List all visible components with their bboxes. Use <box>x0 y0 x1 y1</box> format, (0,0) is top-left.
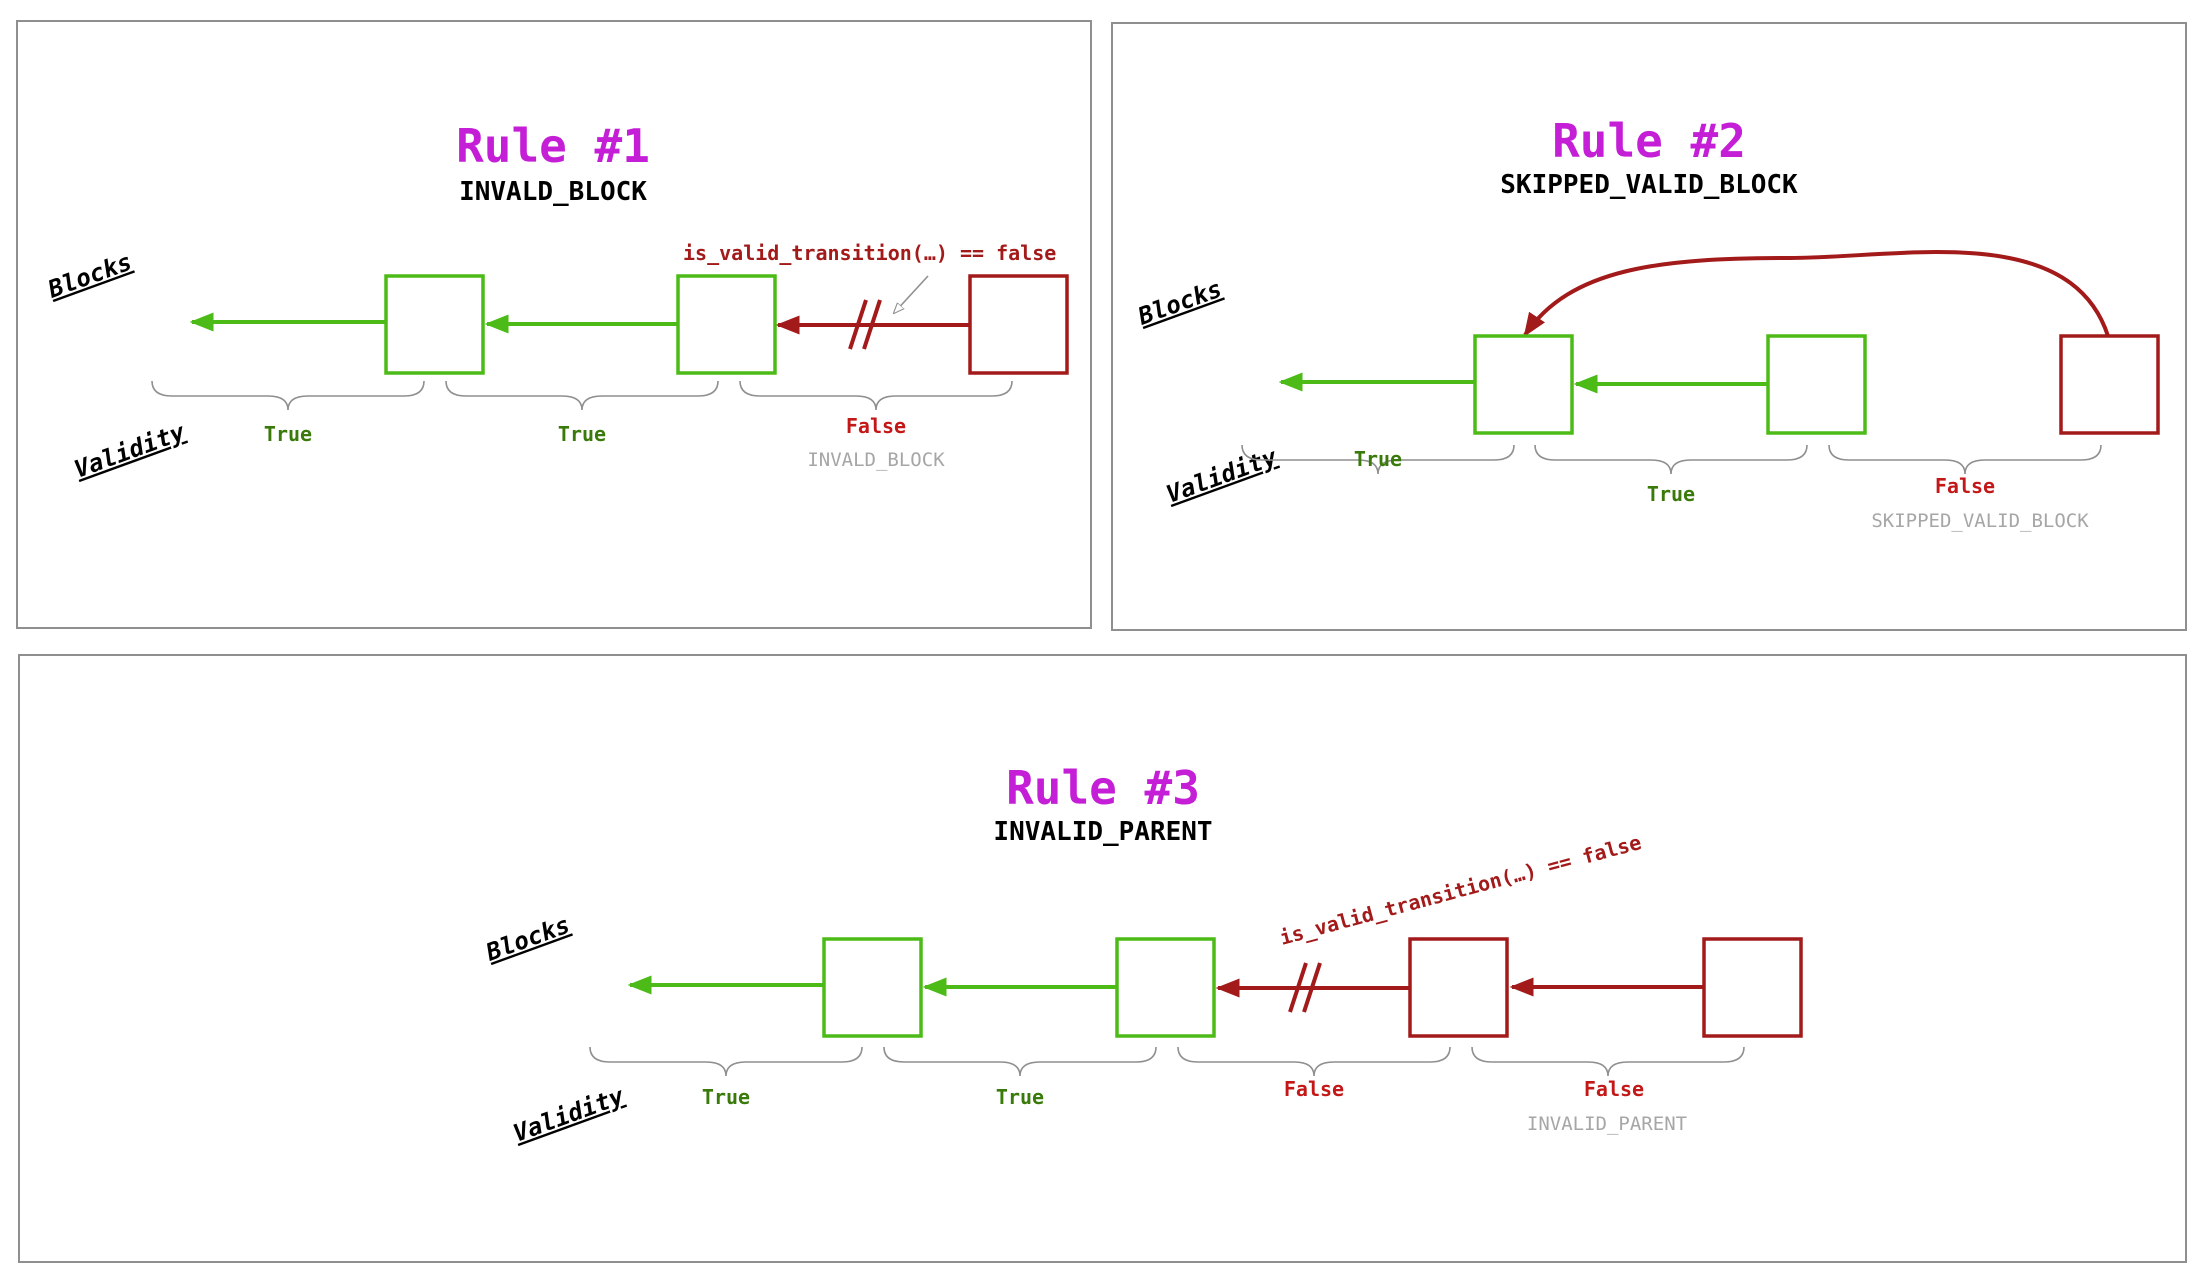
validity-reason: INVALID_PARENT <box>1527 1113 1687 1135</box>
validity-brace <box>151 380 425 411</box>
block-3 <box>968 274 1069 375</box>
validity-value: False <box>846 414 906 438</box>
block-1 <box>1473 334 1574 435</box>
panel-title: Rule #3 <box>1006 761 1200 815</box>
block-3 <box>1408 937 1509 1038</box>
validity-brace <box>1828 444 2102 475</box>
panel-rule-1: Rule #1 INVALD_BLOCK Blocks Validity is_… <box>16 20 1092 629</box>
panel-title: Rule #2 <box>1552 114 1746 168</box>
panel-frame <box>18 654 2187 1263</box>
validity-value: False <box>1935 474 1995 498</box>
validity-brace <box>1177 1046 1451 1077</box>
skip-link <box>1523 250 2110 337</box>
panel-subtitle: INVALID_PARENT <box>993 817 1212 847</box>
validity-value: True <box>558 422 606 446</box>
block-3 <box>2059 334 2160 435</box>
block-4 <box>1702 937 1803 1038</box>
validity-brace <box>1471 1046 1745 1077</box>
validity-brace <box>1534 444 1808 475</box>
broken-link-mark <box>1288 962 1322 1013</box>
transition-annotation: is_valid_transition(…) == false <box>683 241 1056 265</box>
validity-value: True <box>996 1085 1044 1109</box>
block-1 <box>822 937 923 1038</box>
panel-subtitle: INVALD_BLOCK <box>459 177 647 207</box>
block-2 <box>676 274 777 375</box>
validity-value: False <box>1584 1077 1644 1101</box>
validity-brace <box>1241 444 1515 475</box>
validity-brace <box>445 380 719 411</box>
validity-value: True <box>1354 447 1402 471</box>
panel-rule-2: Rule #2 SKIPPED_VALID_BLOCK Blocks Valid… <box>1111 22 2187 631</box>
panel-rule-3: Rule #3 INVALID_PARENT Blocks Validity i… <box>18 654 2187 1263</box>
block-1 <box>384 274 485 375</box>
annotation-pointer <box>894 275 929 313</box>
panel-subtitle: SKIPPED_VALID_BLOCK <box>1500 170 1798 200</box>
block-2 <box>1766 334 1867 435</box>
panel-frame <box>1111 22 2187 631</box>
validity-value: True <box>702 1085 750 1109</box>
block-2 <box>1115 937 1216 1038</box>
validity-brace <box>589 1046 863 1077</box>
validity-brace <box>883 1046 1157 1077</box>
broken-link-mark <box>848 299 882 350</box>
validity-value: True <box>264 422 312 446</box>
validity-brace <box>739 380 1013 411</box>
validity-reason: INVALD_BLOCK <box>807 449 945 471</box>
panel-title: Rule #1 <box>456 119 650 173</box>
validity-reason: SKIPPED_VALID_BLOCK <box>1871 510 2089 532</box>
validity-value: True <box>1647 482 1695 506</box>
validity-value: False <box>1284 1077 1344 1101</box>
